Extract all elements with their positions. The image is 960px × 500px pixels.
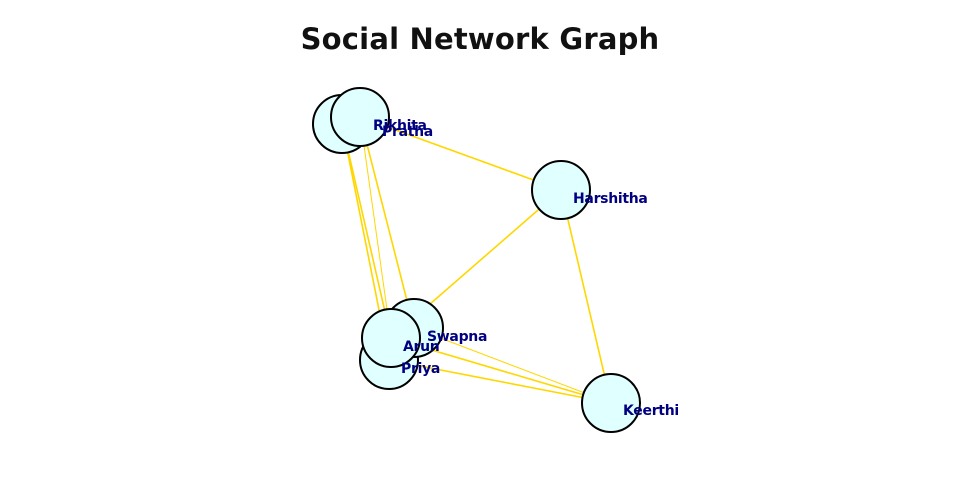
node-circle[interactable] bbox=[581, 373, 641, 433]
edge-swapna-keerthi bbox=[413, 327, 612, 404]
node-label-rikhita: Rikhita bbox=[373, 118, 427, 134]
node-keerthi[interactable] bbox=[581, 373, 641, 433]
node-label-harshitha: Harshitha bbox=[573, 191, 648, 207]
node-harshitha[interactable] bbox=[531, 160, 591, 220]
edge-priya-keerthi bbox=[388, 359, 612, 404]
node-circle[interactable] bbox=[361, 308, 421, 368]
node-label-priya: Priya bbox=[401, 361, 440, 377]
edge-rikhita-harshitha bbox=[359, 116, 562, 191]
node-circle[interactable] bbox=[330, 87, 390, 147]
node-circle[interactable] bbox=[531, 160, 591, 220]
edge-rikhita-swapna bbox=[359, 116, 415, 329]
node-label-pratha: Pratha bbox=[382, 124, 433, 140]
page-title: Social Network Graph bbox=[300, 22, 660, 56]
node-label-keerthi: Keerthi bbox=[623, 403, 679, 419]
node-arun[interactable] bbox=[361, 308, 421, 368]
edges-layer bbox=[341, 116, 612, 404]
edge-harshitha-keerthi bbox=[560, 189, 612, 404]
node-label-swapna: Swapna bbox=[427, 329, 487, 345]
node-label-arun: Arun bbox=[403, 339, 439, 355]
edge-rikhita-arun bbox=[359, 116, 392, 339]
node-rikhita[interactable] bbox=[330, 87, 390, 147]
edge-pratha-arun bbox=[341, 123, 392, 339]
